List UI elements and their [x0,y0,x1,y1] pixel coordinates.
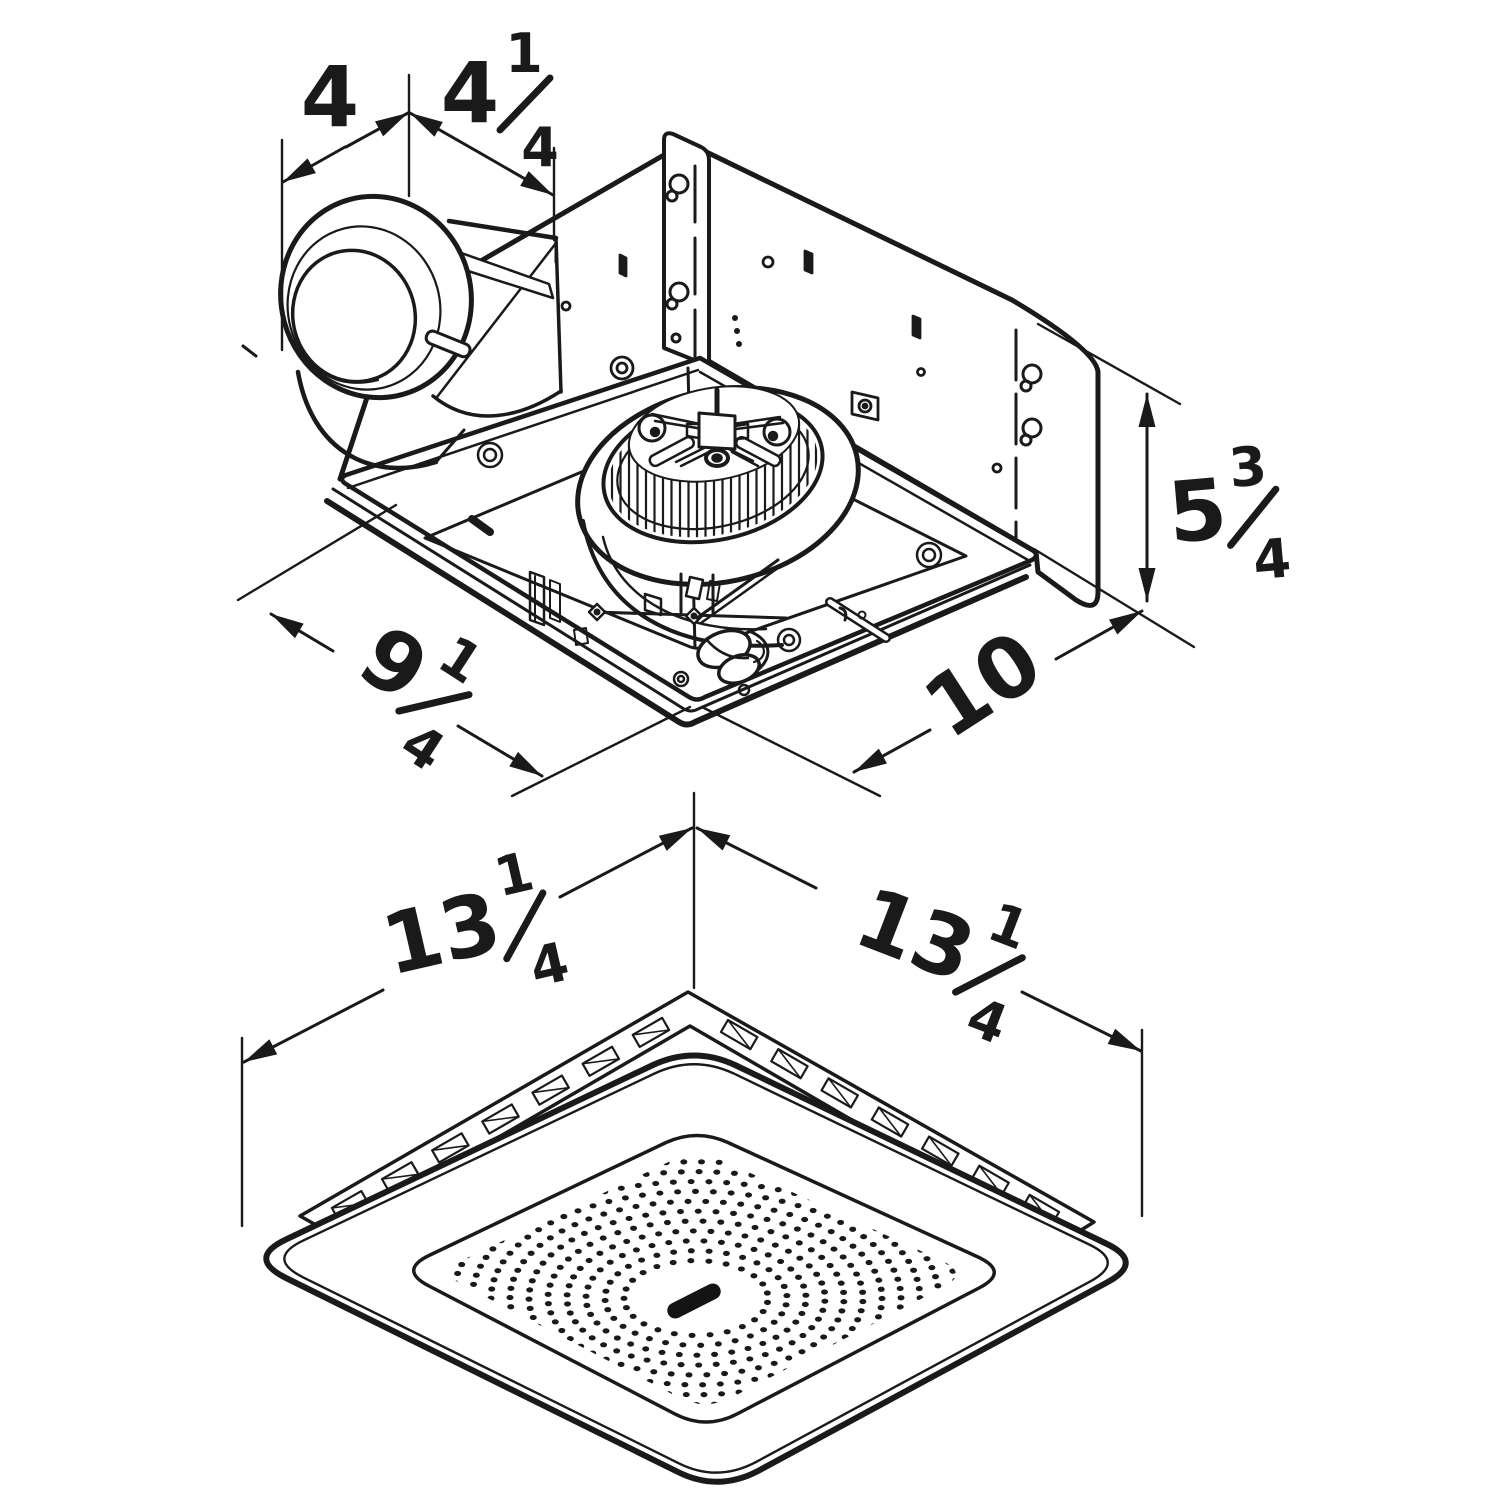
dimension-text-denominator: 4 [959,985,1017,1057]
dimension-label-housing-depth: 9 1 4 [343,607,494,784]
dimension-label-grille-side-left: 13 1 4 [373,839,575,1000]
dimension-text-denominator: 4 [1250,526,1293,592]
dimension-text-numerator: 3 [1226,434,1269,500]
dimension-text-whole: 10 [907,612,1058,758]
keyhole-slots [665,164,697,362]
dimension-label-housing-width: 10 [907,612,1058,758]
dimension-text-numerator: 1 [980,890,1038,962]
corner-mounting-channel [662,131,742,368]
dimension-text-whole: 4 [301,48,359,146]
duct-assembly [241,193,563,471]
frame-spring-slots [330,1016,1061,1226]
right-mounting-flange [1014,328,1043,547]
dimension-label-housing-height: 5 3 4 [1164,434,1293,592]
vent-dots [732,315,742,347]
wall-details [560,249,1003,474]
grille-cover-inner-line [283,1063,1109,1474]
dimension-label-duct-offset: 4 [301,48,359,146]
dimension-text-denominator: 4 [390,711,456,784]
dimension-lines [242,111,1156,1064]
dimension-text-numerator: 1 [505,22,543,85]
dimension-label-duct-outlet-width: 4 1 4 [441,22,559,179]
dimension-text-whole: 13 [373,873,509,995]
dimension-text-whole: 4 [441,44,499,142]
fan-housing-view [241,131,1101,728]
wheel-hub [637,387,792,468]
dimension-text-numerator: 1 [489,839,540,909]
housing-right-wall [691,143,1101,608]
grille-view [263,990,1129,1485]
blower-assembly [575,385,861,648]
dimension-text-whole: 13 [843,868,987,1001]
dimension-text-denominator: 4 [521,116,559,179]
brand-badge [667,1283,721,1319]
dimension-text-denominator: 4 [524,930,575,1000]
damper-rod [424,329,472,359]
motor-assembly [587,558,788,697]
dimension-label-grille-side-right: 13 1 4 [843,868,1038,1057]
extension-lines [236,73,1196,1228]
grille-center-panel [412,1133,996,1424]
dimension-text-whole: 5 [1164,460,1231,563]
